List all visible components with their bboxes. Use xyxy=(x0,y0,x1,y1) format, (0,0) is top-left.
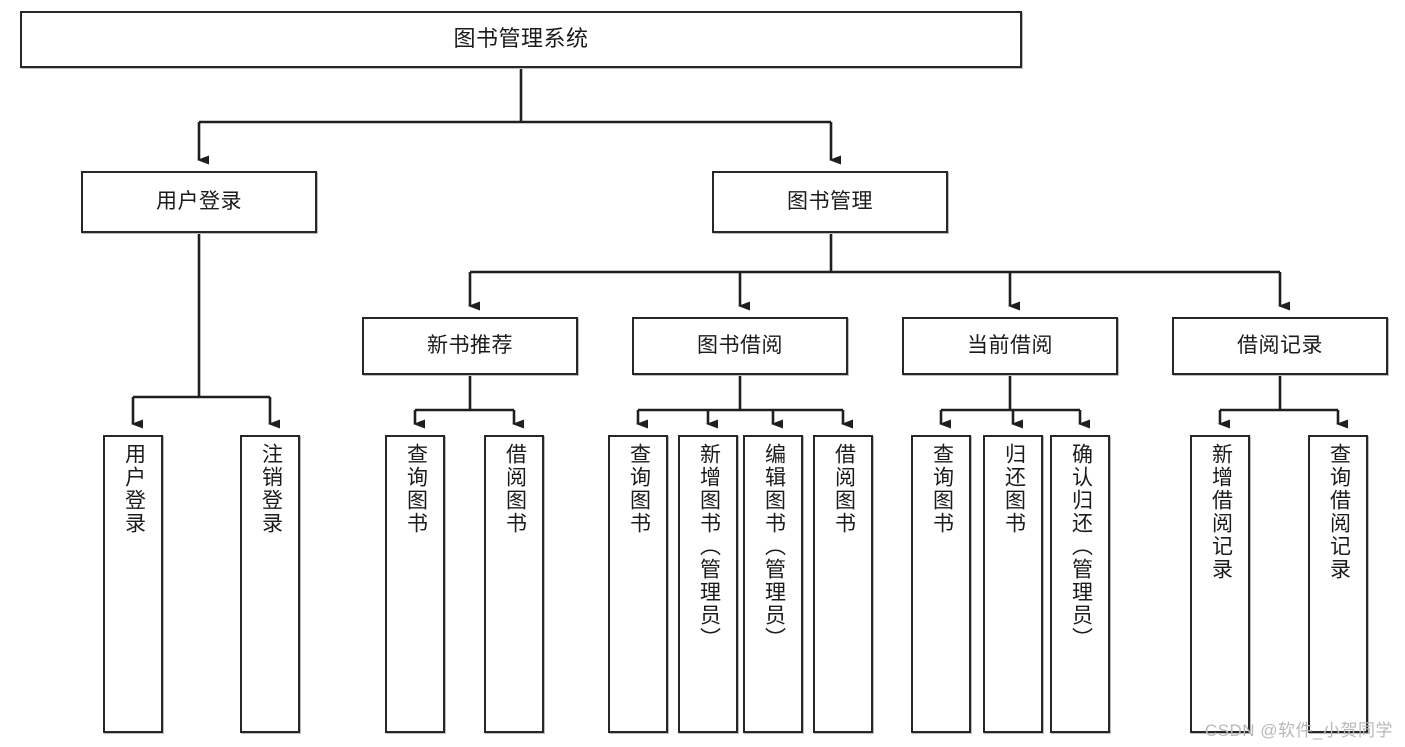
leaf-query-book-3[interactable]: 查询图书 xyxy=(911,435,971,733)
leaf-query-book-2-label: 查询图书 xyxy=(627,443,651,535)
leaf-borrow-book-1[interactable]: 借阅图书 xyxy=(484,435,544,733)
node-current-borrow-label: 当前借阅 xyxy=(967,334,1053,358)
leaf-add-book-admin-label: 新增图书（管理员） xyxy=(697,443,721,650)
node-book-manage-label: 图书管理 xyxy=(787,190,873,214)
node-user-login-label: 用户登录 xyxy=(156,190,242,214)
node-new-book-recommend-label: 新书推荐 xyxy=(427,334,513,358)
leaf-query-borrow-record[interactable]: 查询借阅记录 xyxy=(1308,435,1368,733)
leaf-query-book-1[interactable]: 查询图书 xyxy=(385,435,445,733)
leaf-return-book-label: 归还图书 xyxy=(1002,443,1026,535)
leaf-edit-book-admin[interactable]: 编辑图书（管理员） xyxy=(743,435,803,733)
node-new-book-recommend[interactable]: 新书推荐 xyxy=(362,317,578,375)
leaf-confirm-return-admin-label: 确认归还（管理员） xyxy=(1069,443,1093,650)
leaf-edit-book-admin-label: 编辑图书（管理员） xyxy=(762,443,786,650)
leaf-borrow-book-2[interactable]: 借阅图书 xyxy=(813,435,873,733)
leaf-add-borrow-record-label: 新增借阅记录 xyxy=(1209,443,1233,581)
leaf-borrow-book-1-label: 借阅图书 xyxy=(503,443,527,535)
leaf-query-borrow-record-label: 查询借阅记录 xyxy=(1327,443,1351,581)
leaf-add-book-admin[interactable]: 新增图书（管理员） xyxy=(678,435,738,733)
leaf-logout-login-label: 注销登录 xyxy=(259,443,283,535)
node-borrow-record-label: 借阅记录 xyxy=(1237,334,1323,358)
leaf-query-book-3-label: 查询图书 xyxy=(930,443,954,535)
node-book-borrow-label: 图书借阅 xyxy=(697,334,783,358)
leaf-add-borrow-record[interactable]: 新增借阅记录 xyxy=(1190,435,1250,733)
leaf-query-book-2[interactable]: 查询图书 xyxy=(608,435,668,733)
leaf-return-book[interactable]: 归还图书 xyxy=(983,435,1043,733)
leaf-user-login[interactable]: 用户登录 xyxy=(103,435,163,733)
node-borrow-record[interactable]: 借阅记录 xyxy=(1172,317,1388,375)
node-current-borrow[interactable]: 当前借阅 xyxy=(902,317,1118,375)
node-book-manage[interactable]: 图书管理 xyxy=(712,171,948,233)
leaf-query-book-1-label: 查询图书 xyxy=(404,443,428,535)
node-book-borrow[interactable]: 图书借阅 xyxy=(632,317,848,375)
leaf-confirm-return-admin[interactable]: 确认归还（管理员） xyxy=(1050,435,1110,733)
node-root-label: 图书管理系统 xyxy=(453,26,589,52)
leaf-user-login-label: 用户登录 xyxy=(122,443,146,535)
node-user-login[interactable]: 用户登录 xyxy=(81,171,317,233)
leaf-borrow-book-2-label: 借阅图书 xyxy=(832,443,856,535)
leaf-logout-login[interactable]: 注销登录 xyxy=(240,435,300,733)
node-root[interactable]: 图书管理系统 xyxy=(20,11,1022,68)
watermark: CSDN @软件_小贺同学 xyxy=(1204,721,1393,740)
